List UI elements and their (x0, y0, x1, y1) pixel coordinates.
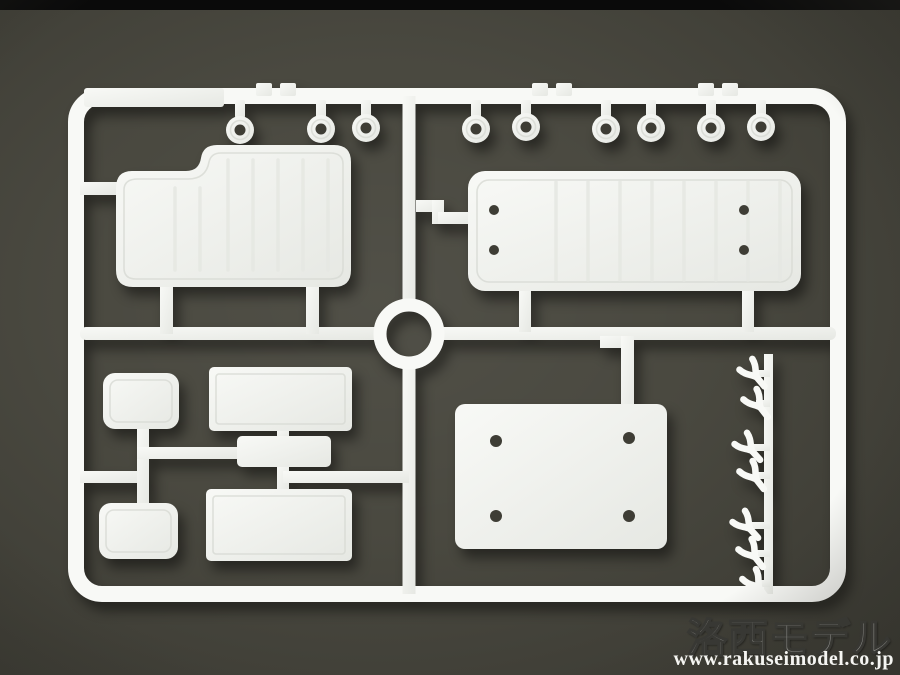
mid-horizontal-runner-right (436, 327, 836, 340)
washer-parts-right (462, 100, 775, 143)
panel-center-connector (283, 471, 409, 483)
panel-vertical-runner (137, 428, 149, 504)
chassis-bottom-connector-2 (742, 290, 754, 332)
base-plate-connector (621, 336, 634, 408)
center-ring-part (373, 298, 445, 370)
center-vertical-runner-upper (402, 96, 416, 304)
watermark-logo-text: 洛西モデル (686, 615, 892, 663)
flat-panel-lower (206, 489, 352, 561)
chassis-bottom-connector-1 (519, 290, 531, 332)
base-plate-part (455, 336, 667, 549)
washer-parts-left (226, 100, 380, 144)
panel-left-frame-connector (80, 471, 143, 483)
bed-bottom-connector-2 (306, 286, 319, 334)
flat-panel-upper (209, 367, 352, 431)
bed-left-connector (80, 182, 118, 195)
lower-left-panel-parts (80, 367, 409, 561)
fork-parts-column (733, 354, 775, 602)
bed-bottom-connector-1 (160, 286, 173, 334)
watermark-url: www.rakuseimodel.co.jp (673, 648, 894, 670)
sprue-label-tab (84, 88, 224, 107)
chassis-plate-part (416, 171, 801, 332)
stepped-bed-part (80, 145, 351, 334)
flat-panel-middle (237, 436, 331, 467)
panel-horizontal-runner (137, 447, 239, 459)
mid-horizontal-runner-left (80, 327, 380, 340)
